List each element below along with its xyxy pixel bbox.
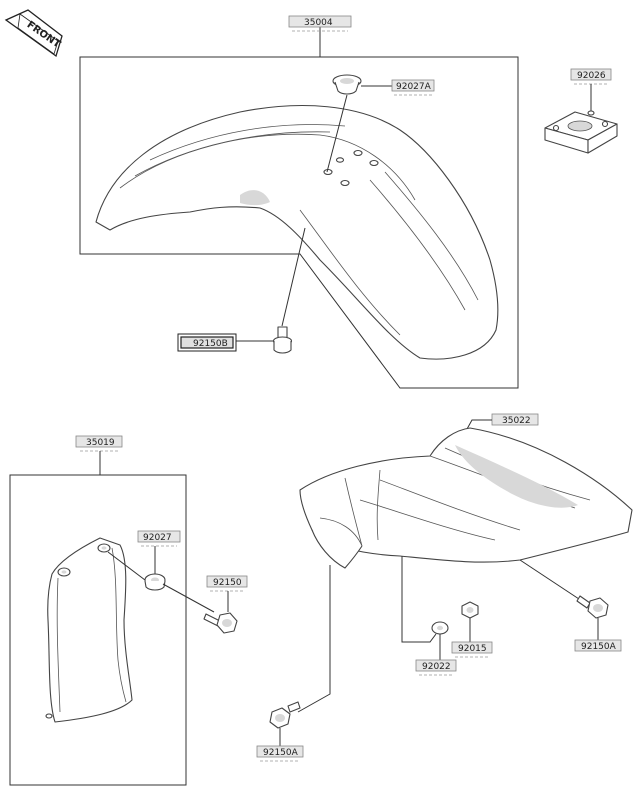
- front-arrow-icon: [4, 9, 63, 58]
- grommet-92027: [144, 573, 166, 591]
- front-direction-badge: FRONT: [4, 9, 63, 58]
- label-35004: 35004: [304, 18, 333, 28]
- front-fender-group-frame: [79, 27, 519, 389]
- label-35022: 35022: [502, 416, 531, 426]
- label-92015: 92015: [458, 644, 487, 654]
- label-92150: 92150: [213, 578, 242, 588]
- label-92027A: 92027A: [396, 82, 432, 92]
- bracket-92026: [544, 110, 618, 154]
- label-92150A-bottom: 92150A: [263, 748, 299, 758]
- bolt-92150A-right: [576, 595, 609, 619]
- nut-92015: [461, 601, 479, 619]
- label-92150B: 92150B: [193, 339, 228, 349]
- leader-92150A-right: [519, 559, 583, 602]
- label-35019: 35019: [86, 438, 115, 448]
- leader-92150B: [281, 227, 306, 327]
- leader-92022: [401, 556, 437, 643]
- label-92027: 92027: [143, 533, 172, 543]
- label-92026: 92026: [577, 71, 606, 81]
- label-92022: 92022: [422, 662, 451, 672]
- side-cover-group-frame: [9, 474, 187, 786]
- washer-92022: [431, 621, 449, 635]
- rear-fender-35022: [299, 427, 633, 569]
- side-cover-35019: [45, 537, 133, 723]
- bolt-92150A-bottom: [269, 701, 301, 729]
- front-fender-drawing: [95, 104, 499, 360]
- label-92150A-right: 92150A: [581, 642, 617, 652]
- bolt-92150B: [272, 326, 293, 354]
- leader-92150A-bottom: [297, 565, 331, 713]
- bolt-92150: [203, 612, 238, 634]
- grommet-92027A: [332, 74, 362, 95]
